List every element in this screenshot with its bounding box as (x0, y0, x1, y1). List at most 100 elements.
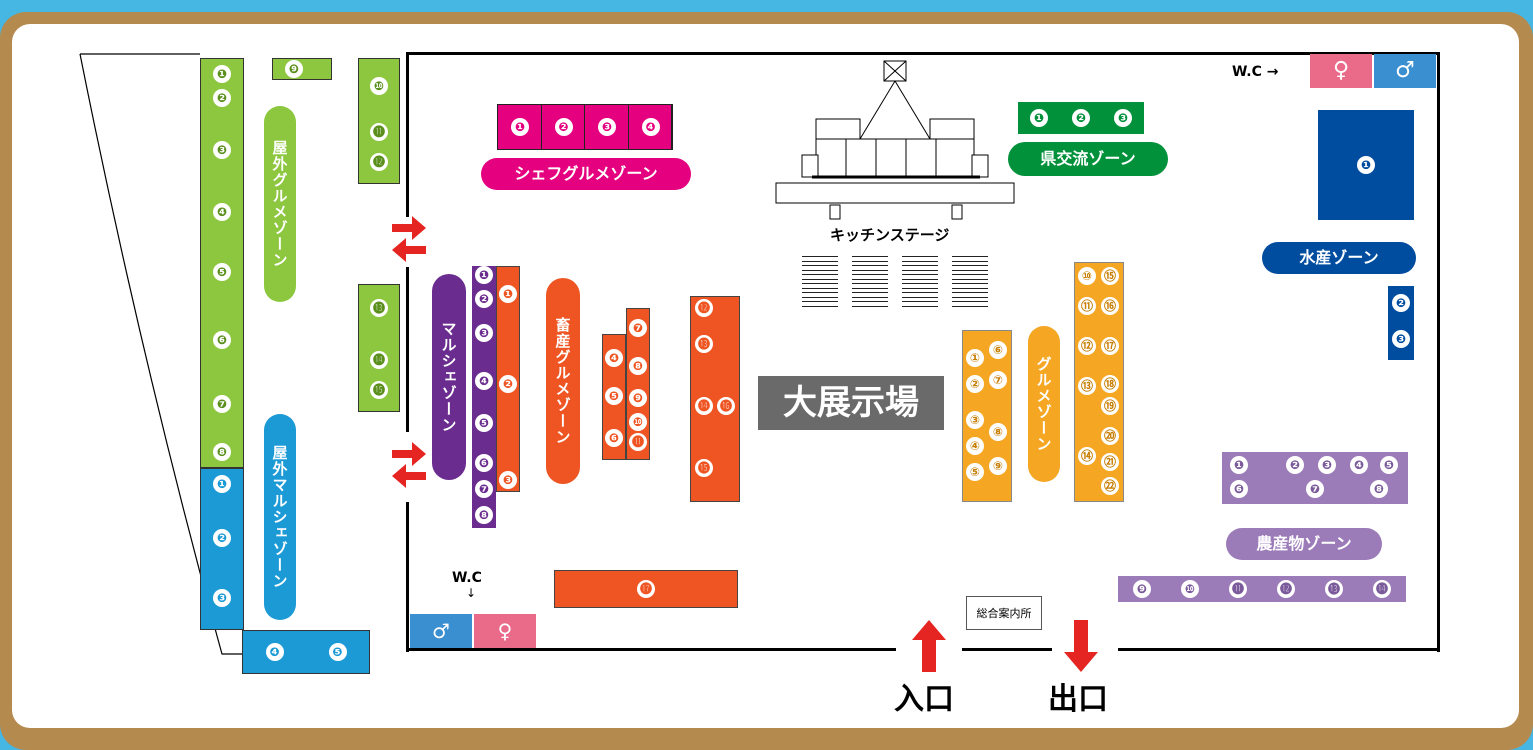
booth-number: ⑥ (989, 341, 1007, 359)
hall-title: 大展示場 (758, 376, 944, 430)
booth-number: ⑰ (1101, 337, 1119, 355)
booth-number: ③ (966, 411, 984, 429)
booth-number: ❸ (1318, 456, 1336, 474)
kitchen-stage-diagram (775, 60, 1015, 220)
booth-number: ❸ (598, 118, 616, 136)
marine-booth-1[interactable]: ❶ (1318, 110, 1414, 220)
outdoor-marche-booth: ❺ (328, 643, 347, 661)
booth-number: ⑪ (1078, 297, 1096, 315)
booth-number: ⑯ (1101, 297, 1119, 315)
female-restroom-bottom-icon[interactable]: ♀ (474, 614, 536, 648)
stage-label: キッチンステージ (830, 226, 950, 244)
booth-number: ⓰ (717, 397, 735, 415)
info-desk[interactable]: 総合案内所 (966, 596, 1042, 630)
audience-seats (802, 256, 1002, 316)
booth-number: ❶ (475, 266, 493, 284)
booth-number: ⑲ (1101, 397, 1119, 415)
booth-number: ⓮ (370, 351, 388, 369)
wc-top-label: W.C → (1232, 64, 1279, 80)
outdoor-gourmet-booth-9[interactable]: ❾ (272, 58, 332, 80)
chef-booth[interactable]: ❸ (585, 105, 629, 149)
booth-number: ❿ (370, 77, 388, 95)
livestock-booth-17[interactable]: ⓱ (554, 570, 738, 608)
booth-number: ❿ (629, 413, 647, 431)
audience-seat-row (902, 274, 938, 280)
booth-number: ❹ (475, 372, 493, 390)
chef-booth[interactable]: ❶ (498, 105, 542, 149)
booth-number: ❻ (213, 331, 231, 349)
outdoor-marche-zone-label: 屋外マルシェゾーン (264, 414, 296, 620)
booth-number: ⑮ (1101, 267, 1119, 285)
audience-seat-row (952, 283, 988, 289)
booth-number: ❻ (1230, 480, 1248, 498)
side-entrance-arrows-upper (392, 216, 426, 262)
booth-number: ❺ (605, 387, 623, 405)
agri-booth: ⓬ (1277, 580, 1295, 598)
female-restroom-icon[interactable]: ♀ (1310, 54, 1372, 88)
chef-booth[interactable]: ❷ (542, 105, 585, 149)
audience-seat-row (852, 292, 888, 298)
booth-number: ❶ (213, 65, 231, 83)
booth-number: ⑧ (989, 423, 1007, 441)
hall-wall-left-upper (406, 52, 409, 217)
audience-seat-row (802, 283, 838, 289)
booth-number: ⓯ (370, 381, 388, 399)
booth-number: ❹ (641, 118, 660, 136)
audience-seat-row (802, 301, 838, 307)
audience-seat-row (802, 274, 838, 280)
booth-number: ⓫ (370, 123, 388, 141)
exit-arrow-icon (1064, 620, 1098, 672)
booth-number: ⓭ (695, 335, 713, 353)
hall-wall-bottom-center (962, 648, 1052, 651)
livestock-booths-1-3[interactable]: ❶ ❷ ❸ (496, 266, 520, 492)
booth-number: ① (966, 349, 984, 367)
booth-number: ⑤ (966, 463, 984, 481)
marine-booths-2-3[interactable]: ❷ ❸ (1388, 286, 1414, 360)
chef-booth[interactable]: ❹ (629, 105, 672, 149)
booth-number: ❷ (475, 290, 493, 308)
agri-booth: ⓮ (1373, 580, 1391, 598)
audience-seat-row (952, 274, 988, 280)
chef-zone-label: シェフグルメゾーン (481, 158, 691, 190)
booth-number: ⑭ (1078, 447, 1096, 465)
booth-number: ❽ (475, 506, 493, 524)
marche-zone-label: マルシェゾーン (432, 274, 466, 480)
booth-number: ❺ (475, 414, 493, 432)
audience-seat-row (902, 283, 938, 289)
booth-number: ❽ (1370, 480, 1388, 498)
male-restroom-bottom-icon[interactable]: ♂ (410, 614, 472, 648)
hall-wall-bottom-left (406, 648, 896, 651)
booth-number: ⓯ (695, 459, 713, 477)
booth-number: ㉑ (1101, 453, 1119, 471)
audience-seat-row (852, 283, 888, 289)
audience-seat-row (902, 265, 938, 271)
audience-seat-row (852, 301, 888, 307)
agri-booth: ⓭ (1325, 580, 1343, 598)
booth-number: ❽ (629, 357, 647, 375)
booth-number: ⑨ (989, 457, 1007, 475)
booth-number: ❷ (554, 118, 573, 136)
booth-number: ❹ (1350, 456, 1368, 474)
prefecture-booth: ❷ (1072, 109, 1090, 127)
livestock-zone-label: 畜産グルメゾーン (546, 278, 580, 484)
hall-wall-right (1437, 52, 1440, 652)
hall-wall-left-mid (406, 267, 409, 432)
booth-number: ❾ (629, 389, 647, 407)
male-restroom-icon[interactable]: ♂ (1374, 54, 1436, 88)
